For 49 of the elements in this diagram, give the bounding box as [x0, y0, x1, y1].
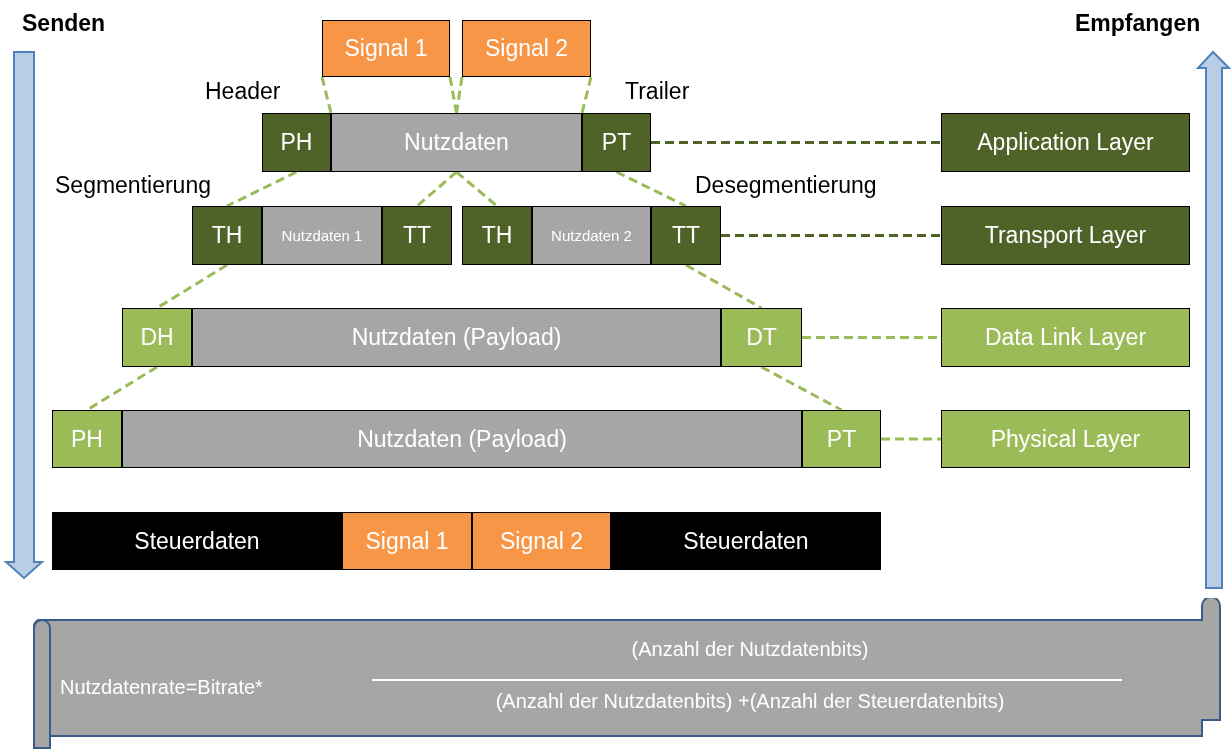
trailer-box: TT	[651, 206, 721, 265]
payload-box: Nutzdaten (Payload)	[192, 308, 721, 367]
trailer-box: PT	[802, 410, 881, 468]
dashed-connector	[226, 170, 298, 208]
payload-box: Nutzdaten	[331, 113, 582, 172]
part-label: Desegmentierung	[695, 172, 877, 199]
numerator-text: (Anzahl der Nutzdatenbits)	[630, 638, 870, 661]
signal-box: Signal 2	[472, 512, 611, 570]
dashed-connector	[455, 76, 464, 114]
dashed-connector	[580, 76, 593, 114]
denominator-text: (Anzahl der Nutzdatenbits) +(Anzahl der Steuerdatenbits)	[494, 690, 1006, 713]
payload-box: Nutzdaten (Payload)	[122, 410, 802, 468]
header-box: PH	[52, 410, 122, 468]
payload-box: Nutzdaten 1	[262, 206, 382, 265]
header-box: TH	[192, 206, 262, 265]
dashed-connector	[448, 76, 458, 114]
dashed-connector	[86, 365, 158, 412]
header-box: PH	[262, 113, 331, 172]
signal-box: Signal 2	[462, 20, 591, 77]
heading-label: Empfangen	[1075, 10, 1201, 37]
trailer-box: PT	[582, 113, 651, 172]
heading-label: Senden	[22, 10, 106, 37]
part-label: Trailer	[625, 78, 690, 105]
dashed-connector	[760, 365, 843, 412]
layer-box: Physical Layer	[941, 410, 1190, 468]
dashed-connector	[721, 234, 941, 237]
dashed-connector	[416, 170, 458, 208]
trailer-box: TT	[382, 206, 452, 265]
trailer-box: DT	[721, 308, 802, 367]
layer-box: Data Link Layer	[941, 308, 1190, 367]
dashed-connector	[615, 170, 687, 208]
dashed-connector	[455, 170, 498, 208]
formula-text: Nutzdatenrate=Bitrate*	[60, 676, 263, 699]
part-label: Header	[205, 78, 281, 105]
layer-box: Application Layer	[941, 113, 1190, 172]
signal-box: Signal 1	[322, 20, 450, 77]
control-data-box: Steuerdaten	[611, 512, 881, 570]
control-data-box: Steuerdaten	[52, 512, 342, 570]
dashed-connector	[320, 76, 333, 114]
dashed-connector	[685, 263, 763, 310]
dashed-connector	[881, 437, 941, 441]
dashed-connector	[156, 263, 228, 310]
signal-box: Signal 1	[342, 512, 472, 570]
payload-box: Nutzdaten 2	[532, 206, 651, 265]
part-label: Segmentierung	[55, 172, 211, 199]
dashed-connector	[651, 141, 941, 144]
layer-box: Transport Layer	[941, 206, 1190, 265]
header-box: DH	[122, 308, 192, 367]
header-box: TH	[462, 206, 532, 265]
